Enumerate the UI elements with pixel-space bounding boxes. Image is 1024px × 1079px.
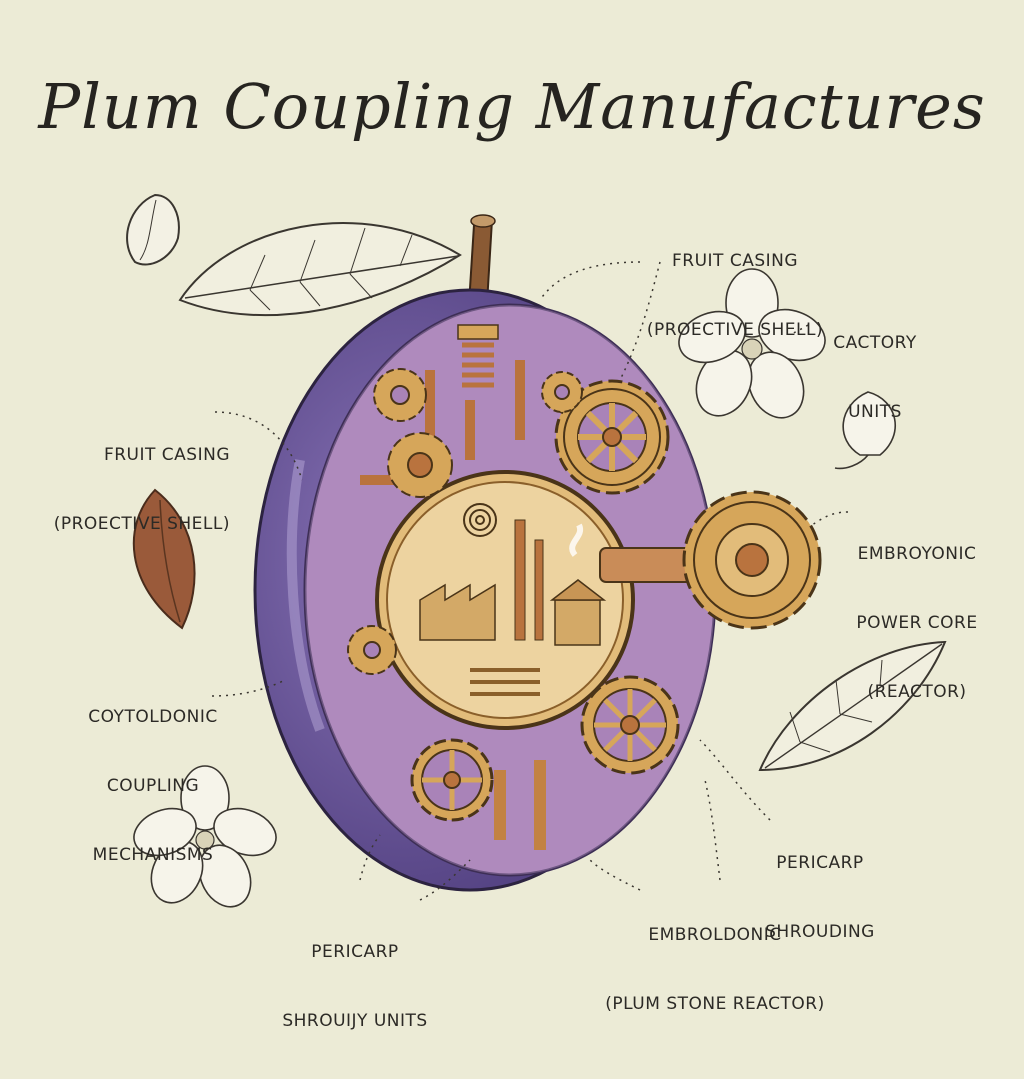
gear-mid-left [347, 625, 397, 675]
gear-bottom-left [410, 738, 494, 822]
label-embryonic-power-core: EMBROYONIC POWER CORE (REACTOR) [856, 544, 978, 702]
gear-small-top [541, 371, 583, 413]
top-spring [457, 324, 499, 388]
leaf-top-left [178, 222, 462, 317]
flower-bud [834, 391, 897, 470]
blossom-top-right [678, 268, 826, 419]
gear-small-left [373, 368, 427, 422]
diagram-stage: Plum Coupling Manufactures FRUIT CASING … [38, 70, 986, 1031]
label-cactory-units: CACTORY UNITS [833, 333, 917, 422]
reactor-chamber [375, 470, 635, 730]
label-embroldonic-reactor: EMBROLDONIC (PLUM STONE REACTOR) [605, 925, 825, 1014]
blossom-bottom-left [133, 765, 277, 908]
label-coupling-mechanisms: COYTOLDONIC COUPLING MECHANISMS [88, 707, 218, 865]
gear-left-mid [387, 432, 453, 498]
plum-illustration [126, 193, 947, 908]
label-fruit-casing-top: FRUIT CASING (PROECTIVE SHELL) [646, 251, 824, 340]
plum-seed [132, 488, 196, 630]
label-fruit-casing-left: FRUIT CASING (PROECTIVE SHELL) [53, 445, 230, 534]
label-pericarp-units: PERICARP SHROUIJY UNITS [282, 942, 428, 1031]
power-core-gear [599, 490, 822, 630]
gear-upper [554, 379, 670, 495]
leaf-right [758, 640, 947, 772]
label-pericarp-shrouding: PERICARP SHROUDING [765, 853, 875, 942]
seed-outline [126, 193, 180, 266]
leader-lines [211, 261, 849, 901]
page-title: Plum Coupling Manufactures [38, 70, 986, 143]
gear-bottom-right [580, 675, 680, 775]
